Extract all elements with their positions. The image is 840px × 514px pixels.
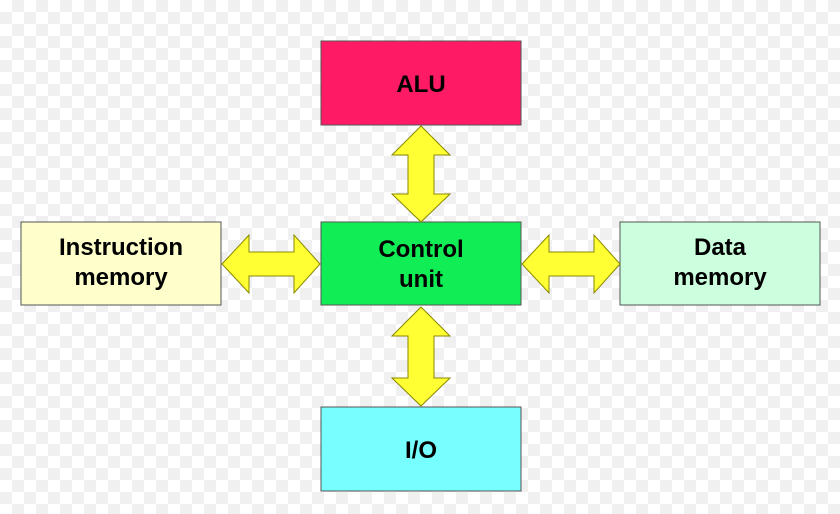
control-unit-label-line1: Control	[378, 236, 463, 263]
control-io-double-arrow	[390, 306, 452, 407]
control-unit-label-line2: unit	[399, 266, 443, 293]
instruction-memory-label-line1: Instruction	[59, 234, 183, 261]
control-data-double-arrow	[521, 233, 621, 295]
instruction-memory-box	[20, 221, 222, 306]
alu-label: ALU	[396, 71, 445, 98]
alu-control-double-arrow	[390, 125, 452, 223]
instruction-control-double-arrow	[221, 233, 321, 295]
io-label: I/O	[405, 437, 437, 464]
instruction-memory-label-line2: memory	[74, 264, 168, 291]
control-unit-block: Control unit	[320, 221, 522, 306]
data-memory-label-line2: memory	[673, 264, 767, 291]
io-box	[320, 406, 522, 492]
alu-block: ALU	[320, 40, 522, 126]
data-memory-label-line1: Data	[694, 234, 747, 261]
control-unit-box	[320, 221, 522, 306]
instruction-memory-block: Instruction memory	[20, 221, 222, 306]
io-block: I/O	[320, 406, 522, 492]
data-memory-block: Data memory	[619, 221, 821, 306]
data-memory-box	[619, 221, 821, 306]
alu-box	[320, 40, 522, 126]
